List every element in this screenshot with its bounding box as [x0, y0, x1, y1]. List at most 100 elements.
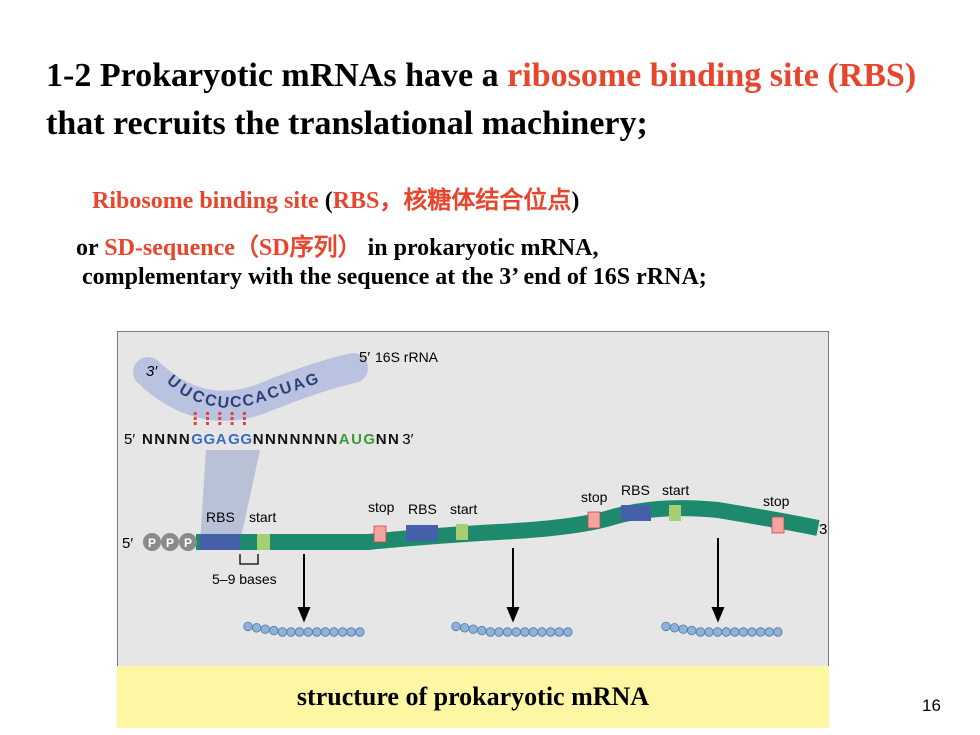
amino-acid-bead	[320, 627, 331, 637]
sd-projection	[200, 450, 260, 542]
phosphate	[179, 533, 197, 551]
mrna-base: G	[228, 431, 240, 448]
mrna-3prime-label: 3′	[402, 431, 413, 448]
mrna-base: N	[253, 431, 264, 448]
start-box	[257, 534, 270, 550]
amino-acid-bead	[712, 627, 723, 637]
pairing-dot	[230, 417, 234, 420]
amino-acid-bead	[468, 624, 478, 634]
amino-acid-bead	[511, 627, 521, 637]
mrna-base: G	[191, 431, 203, 448]
mrna-base: N	[290, 431, 301, 448]
mrna-base: N	[154, 431, 165, 448]
mrna-5prime-label: 5′	[124, 431, 135, 448]
amino-acid-bead	[243, 621, 253, 632]
rrna-3prime-label: 3′	[146, 363, 158, 380]
body-line-2: or SD-sequence（SD序列） in prokaryotic mRNA…	[76, 233, 599, 261]
mrna-base: G	[240, 431, 252, 448]
body-line-1: Ribosome binding site (RBS，核糖体结合位点)	[92, 186, 580, 214]
amino-acid-bead	[260, 624, 270, 634]
mrna-base: N	[314, 431, 325, 448]
mrna-base: N	[277, 431, 288, 448]
amino-acid-bead	[477, 625, 487, 636]
pairing-dot	[193, 417, 197, 420]
arrow-head	[506, 607, 520, 623]
rbs-label: RBS	[408, 501, 437, 517]
amino-acid-bead	[738, 627, 749, 637]
amino-acid-bead	[277, 627, 288, 637]
title-highlight-rbs: ribosome binding site	[507, 57, 819, 94]
body-line-3: complementary with the sequence at the 3…	[82, 264, 707, 290]
amino-acid-bead	[695, 627, 706, 637]
amino-acid-bead	[346, 627, 356, 637]
strand-5prime-label: 5′	[122, 535, 133, 552]
amino-acid-bead	[687, 625, 697, 636]
amino-acid-bead	[661, 621, 671, 632]
page-number: 16	[922, 696, 941, 715]
rrna-base: C	[242, 392, 256, 410]
rrna-base: C	[265, 383, 281, 403]
rrna-base: U	[217, 394, 230, 412]
amino-acid-bead	[554, 627, 564, 637]
amino-acid-bead	[704, 627, 714, 637]
amino-acid-bead	[773, 627, 783, 637]
start-label: start	[450, 501, 477, 517]
pairing-dot	[206, 417, 209, 420]
stop-label: stop	[581, 489, 608, 505]
svg-text:P: P	[148, 536, 156, 550]
amino-acid-bead	[528, 627, 539, 637]
amino-acid-bead	[520, 627, 530, 637]
svg-text:P: P	[184, 536, 192, 550]
figure-caption: structure of prokaryotic mRNA	[117, 666, 829, 728]
rbs-label: RBS	[621, 482, 650, 498]
rbs-box	[200, 534, 240, 550]
rrna-base: G	[303, 370, 321, 390]
translation-arrows	[297, 538, 725, 623]
start-box	[456, 524, 468, 540]
pairing-dot	[218, 422, 222, 425]
rbs-box	[406, 525, 438, 541]
arrow-head	[711, 607, 725, 623]
mrna-base: N	[167, 431, 178, 448]
amino-acid-bead	[312, 627, 322, 637]
title-highlight-abbrev: (RBS)	[827, 57, 917, 94]
phosphate	[143, 533, 161, 551]
stop-box	[771, 516, 785, 534]
stop-label: stop	[763, 493, 790, 509]
pairing-dot	[193, 412, 197, 415]
stop-box	[587, 511, 601, 529]
title-text: 1-2 Prokaryotic mRNAs have a	[46, 57, 508, 94]
amino-acid-bead	[451, 621, 461, 632]
pairing-dot	[218, 417, 222, 420]
start-label: start	[662, 482, 689, 498]
amino-acid-bead	[537, 627, 547, 637]
amino-acid-bead	[502, 627, 513, 637]
spacing-label: 5–9 bases	[212, 571, 277, 587]
mrna-base: A	[339, 431, 350, 448]
amino-acid-bead	[269, 625, 279, 636]
strand-3prime-label: 3	[819, 521, 827, 538]
mrna-base: A	[216, 431, 227, 448]
rrna-strand	[133, 353, 368, 421]
triphosphate: P P P	[143, 533, 197, 551]
start-label: start	[249, 509, 276, 525]
amino-acid-bead	[755, 627, 766, 637]
amino-acid-bead	[545, 627, 556, 637]
rrna-5prime-label: 5′	[359, 349, 370, 366]
rbs-label: RBS	[206, 509, 235, 525]
amino-acid-bead	[303, 627, 313, 637]
amino-acid-bead	[563, 627, 573, 637]
amino-acid-bead	[730, 627, 740, 637]
amino-acid-bead	[329, 627, 339, 637]
pairing-dot	[242, 417, 246, 420]
amino-acid-bead	[485, 627, 496, 637]
mrna-base: N	[388, 431, 399, 448]
mrna-base: G	[363, 431, 375, 448]
phosphate	[161, 533, 179, 551]
amino-acid-bead	[337, 627, 348, 637]
svg-text:P: P	[166, 536, 174, 550]
stop-label: stop	[368, 499, 395, 515]
